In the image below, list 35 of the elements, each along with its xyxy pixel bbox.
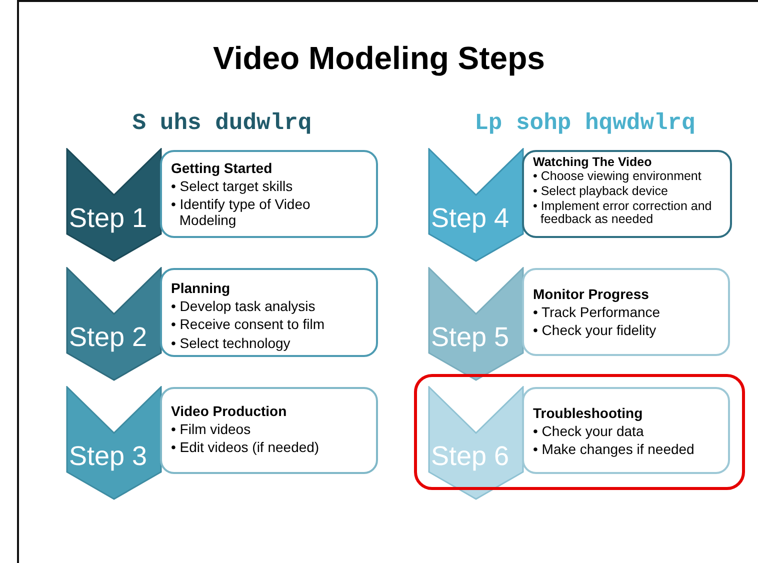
step-card [522, 268, 730, 356]
bullet-item: • Receive consent to film [171, 317, 326, 333]
step-label: Step 2 [69, 322, 148, 353]
bullet-item: • Develop task analysis [171, 299, 316, 314]
bullet-item: • Film videos [171, 422, 252, 438]
title: Video Modeling Steps [212, 40, 546, 77]
step-label: Step 5 [431, 322, 510, 353]
step-card [522, 387, 730, 474]
bullet-item: • Select technology [171, 336, 292, 352]
bullet-item: • Check your fidelity [533, 323, 658, 339]
column-heading: S uhs dudwlrq [131, 110, 313, 136]
step-card [160, 150, 378, 238]
bullet-item: • Track Performance [533, 305, 662, 320]
card-heading: Planning [171, 280, 232, 296]
bullet-item: • Select playback device [533, 184, 670, 198]
step-label: Step 6 [431, 441, 510, 472]
bullet-item: • Implement error correction and feedback as needed [533, 200, 713, 227]
bullet-item: • Select target skills [171, 179, 294, 194]
step-label: Step 4 [431, 203, 510, 234]
card-heading: Monitor Progress [533, 286, 650, 302]
step-card [160, 268, 378, 357]
bullet-item: • Make changes if needed [533, 442, 696, 458]
step-card [160, 387, 378, 474]
column-heading: Lp sohp hqwdwlrq [474, 110, 696, 136]
card-heading: Getting Started [171, 160, 274, 176]
step-label: Step 3 [69, 441, 148, 472]
card-heading: Video Production [171, 403, 288, 419]
card-heading: Troubleshooting [533, 405, 644, 421]
bullet-item: • Choose viewing environment [533, 170, 702, 184]
bullet-item: • Edit videos (if needed) [171, 440, 320, 456]
bullet-item: • Check your data [533, 424, 645, 440]
bullet-item: • Identify type of Video Modeling [171, 197, 312, 228]
step-label: Step 1 [69, 203, 148, 234]
step-card [522, 150, 732, 238]
card-heading: Watching The Video [533, 155, 653, 169]
